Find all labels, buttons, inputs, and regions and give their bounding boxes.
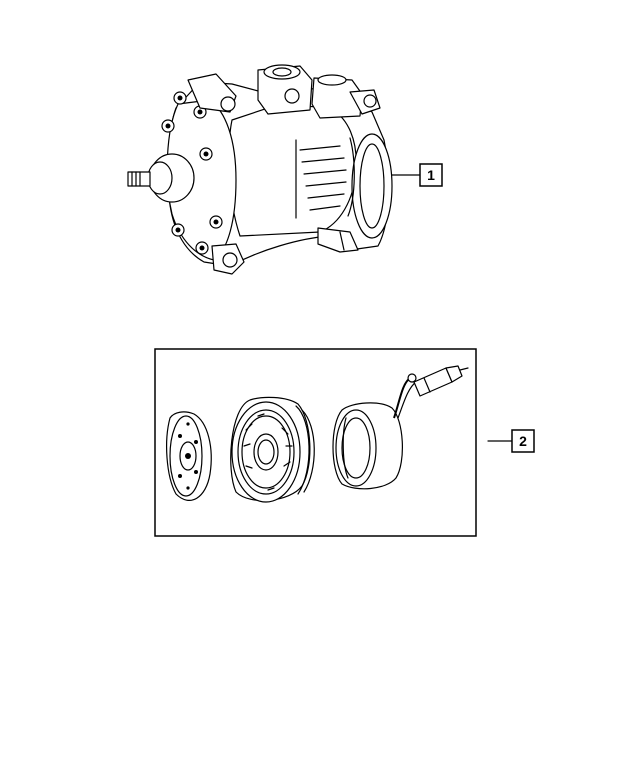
compressor-clutch-kit-icon[interactable]: [166, 365, 469, 503]
callout-1[interactable]: 1: [391, 163, 443, 187]
callout-2[interactable]: 2: [487, 429, 535, 453]
callout-2-label: 2: [519, 433, 527, 449]
clutch-pulley: [230, 396, 315, 503]
clutch-hub-plate: [166, 411, 212, 501]
field-coil: [332, 365, 469, 490]
callout-1-label: 1: [427, 167, 435, 183]
ac-compressor-icon[interactable]: [127, 64, 393, 275]
